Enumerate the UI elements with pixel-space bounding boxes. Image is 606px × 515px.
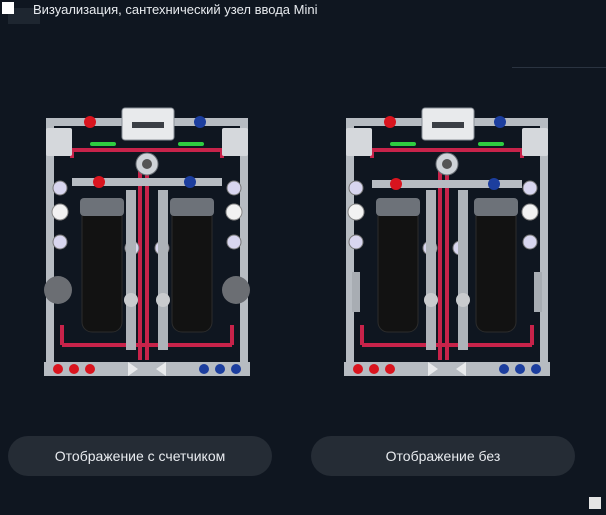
plumbing-diagram-without-meter: [342, 100, 552, 390]
window-icon[interactable]: [2, 2, 14, 14]
plumbing-diagram-with-meter: [42, 100, 252, 390]
title-bar: Визуализация, сантехнический узел ввода …: [0, 0, 606, 24]
show-without-meter-button[interactable]: Отображение без: [311, 436, 575, 476]
resize-handle[interactable]: [589, 497, 601, 509]
window-icon-shadow: [8, 8, 40, 24]
show-with-meter-button[interactable]: Отображение с счетчиком: [8, 436, 272, 476]
divider: [512, 67, 606, 68]
window-title: Визуализация, сантехнический узел ввода …: [33, 2, 318, 17]
